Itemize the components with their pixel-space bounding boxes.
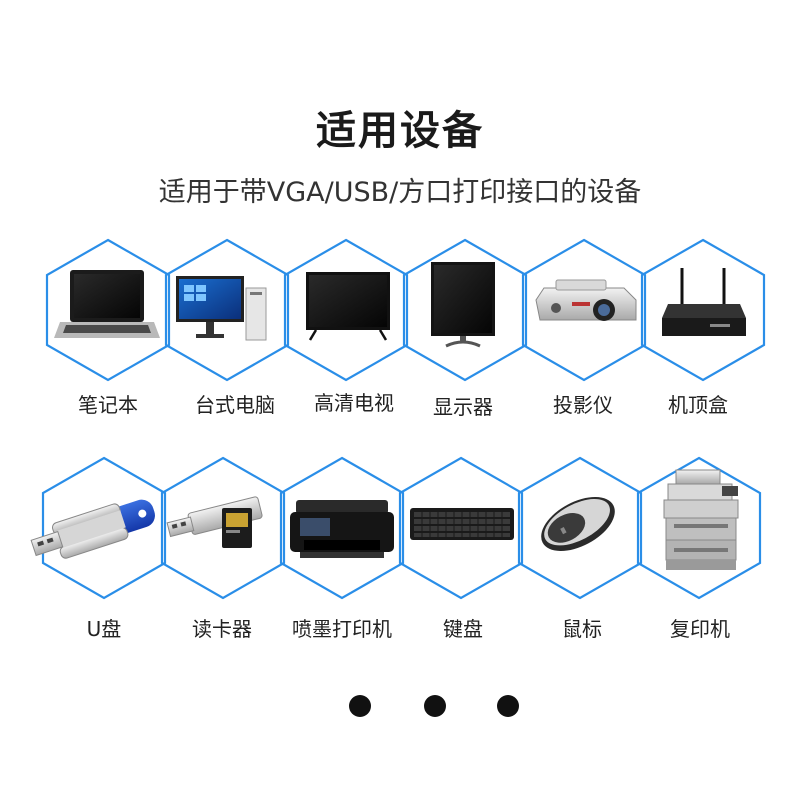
inkjet-printer-icon bbox=[290, 500, 394, 558]
device-label-laptop: 笔记本 bbox=[78, 393, 138, 417]
device-label-mouse: 鼠标 bbox=[562, 617, 602, 641]
device-label-card-reader: 读卡器 bbox=[192, 617, 252, 641]
monitor-icon bbox=[431, 262, 495, 348]
projector-icon bbox=[535, 279, 637, 321]
mouse-icon bbox=[541, 496, 615, 552]
device-label-keyboard: 键盘 bbox=[443, 617, 483, 641]
set-top-box-icon bbox=[662, 268, 746, 336]
laptop-icon bbox=[54, 270, 160, 338]
device-label-inkjet-printer: 喷墨打印机 bbox=[292, 617, 392, 641]
device-label-set-top-box: 机顶盒 bbox=[668, 393, 728, 417]
device-label-tv: 高清电视 bbox=[314, 391, 394, 415]
device-label-usb-drive: U盘 bbox=[86, 617, 122, 641]
card-reader-icon bbox=[166, 496, 263, 548]
device-label-desktop: 台式电脑 bbox=[195, 393, 275, 417]
device-label-copier: 复印机 bbox=[670, 617, 730, 641]
copier-icon bbox=[663, 469, 739, 570]
hexagon-frames-row2 bbox=[41, 456, 762, 600]
hexagon-frames-row1 bbox=[45, 238, 766, 382]
pagination-dot[interactable] bbox=[497, 695, 519, 717]
pagination-dot[interactable] bbox=[424, 695, 446, 717]
tv-icon bbox=[306, 272, 390, 341]
page-title: 适用设备 bbox=[316, 108, 484, 154]
device-label-monitor: 显示器 bbox=[433, 395, 493, 419]
keyboard-icon bbox=[410, 508, 514, 540]
device-label-projector: 投影仪 bbox=[553, 393, 613, 417]
pagination-dot[interactable] bbox=[349, 695, 371, 717]
desktop-computer-icon bbox=[176, 276, 267, 341]
page-subtitle: 适用于带VGA/USB/方口打印接口的设备 bbox=[158, 177, 642, 208]
usb-drive-icon bbox=[30, 499, 155, 559]
